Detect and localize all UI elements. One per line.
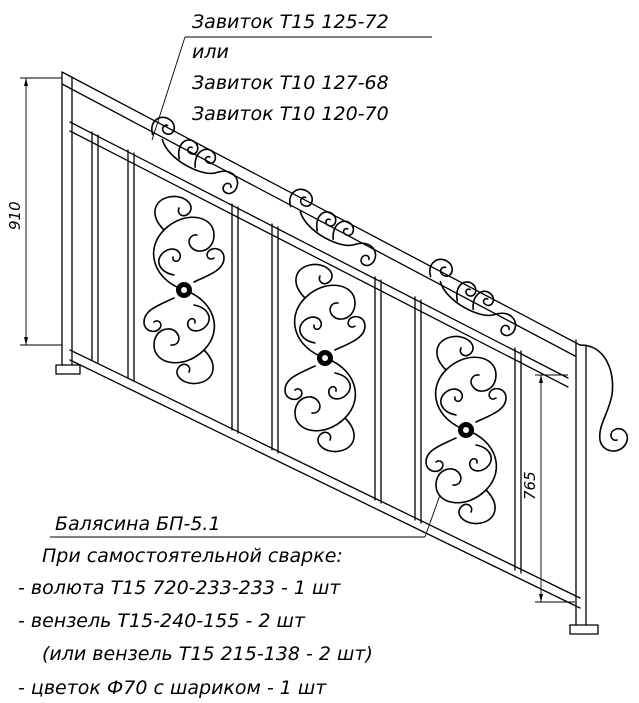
railing-frame (55, 71, 629, 635)
top-label-line1: Завиток Т15 125-72 (192, 11, 389, 33)
note-item-3: (или вензель Т15 215-138 - 2 шт) (42, 643, 373, 665)
welding-heading: При самостоятельной сварке: (42, 545, 343, 567)
dimension-910: 910 (6, 77, 62, 346)
note-item-1: - волюта Т15 720-233-233 - 1 шт (18, 577, 341, 599)
note-item-4: - цветок Ф70 с шариком - 1 шт (18, 677, 327, 699)
dimension-910-label: 910 (6, 201, 24, 230)
dimension-765: 765 (521, 374, 575, 603)
volute-ornament-2 (284, 263, 366, 453)
note-item-2: - вензель Т15-240-155 - 2 шт (18, 610, 306, 632)
volute-ornament-3 (425, 335, 507, 525)
volute-ornament-1 (143, 195, 225, 385)
leader-lines (50, 36, 441, 538)
baluster-name: Балясина БП-5.1 (55, 513, 221, 535)
top-curl-2 (277, 184, 389, 269)
dimension-765-label: 765 (521, 471, 539, 500)
top-label-line4: Завиток Т10 120-70 (192, 103, 389, 125)
top-label-line3: Завиток Т10 127-68 (192, 72, 389, 94)
top-label-line2: или (192, 41, 229, 63)
